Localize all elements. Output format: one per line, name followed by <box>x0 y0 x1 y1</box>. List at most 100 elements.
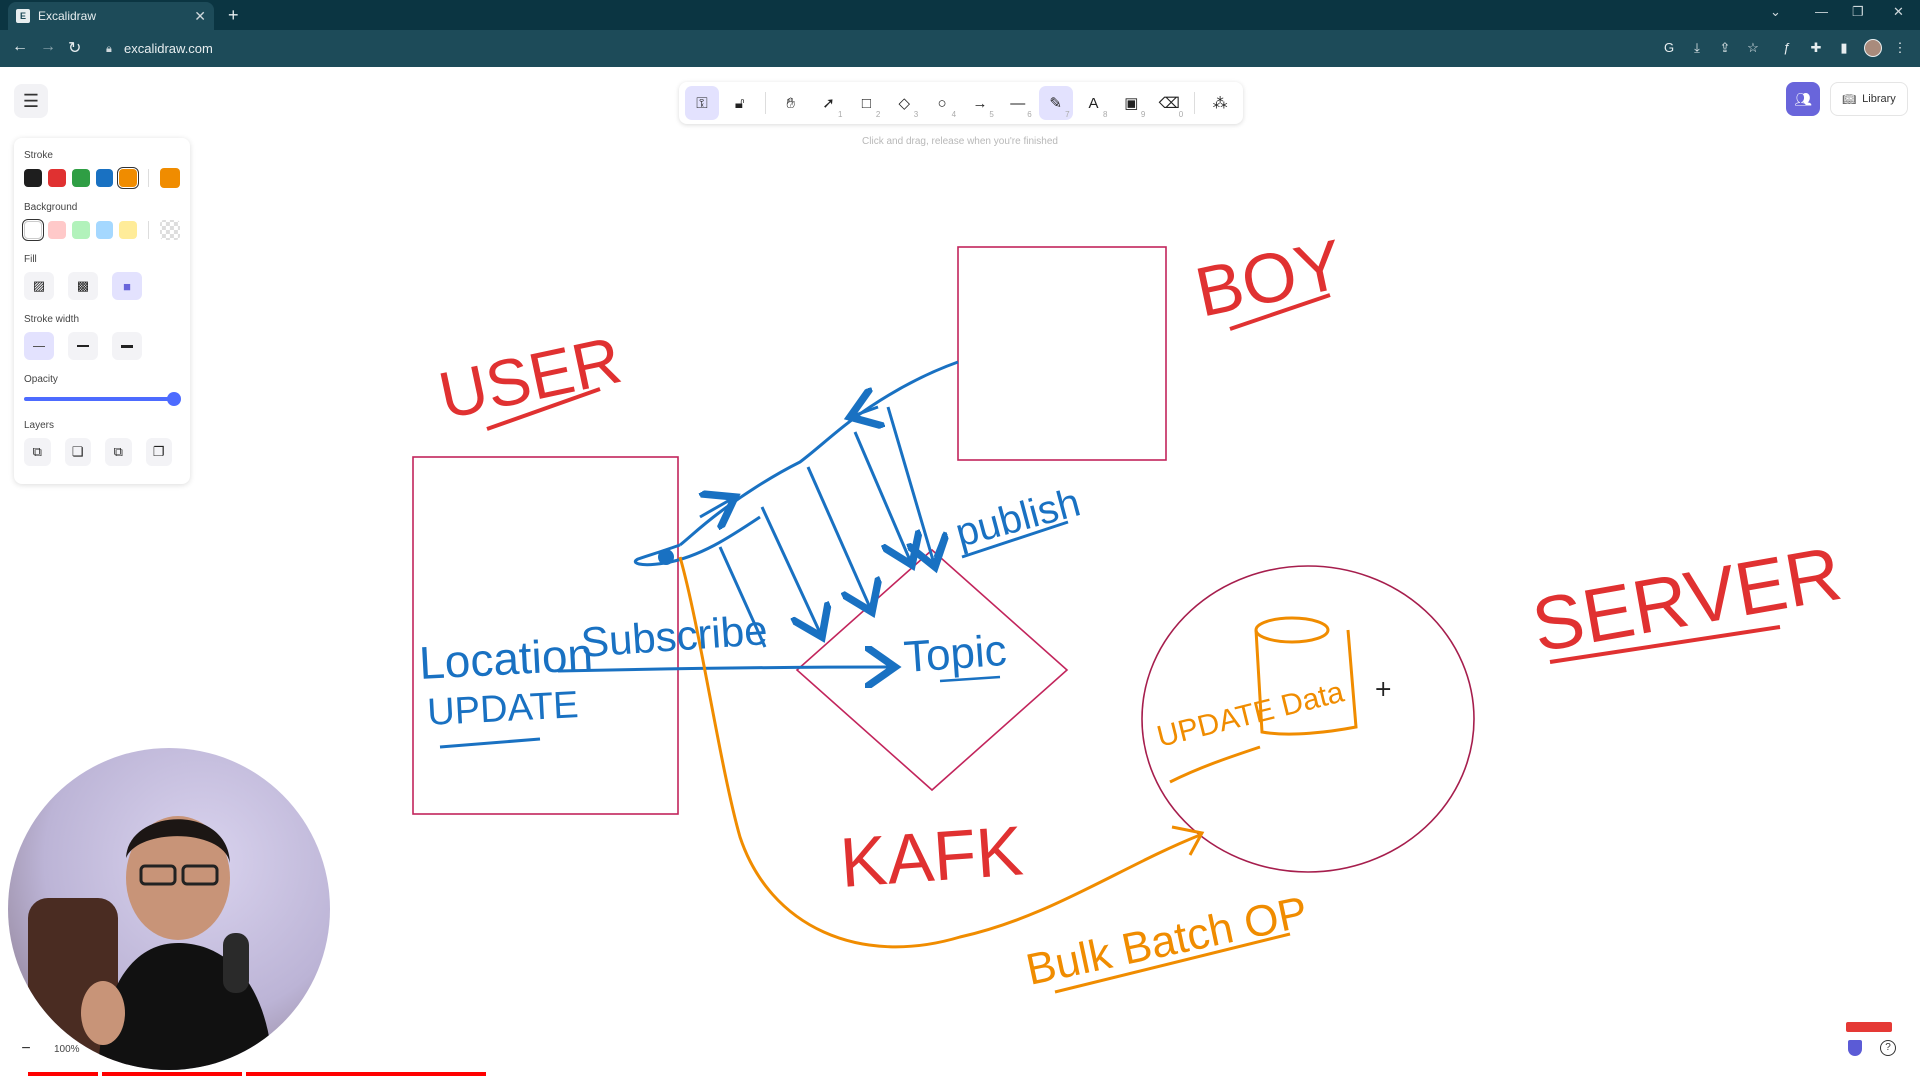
extensions-puzzle-icon[interactable]: ✚ <box>1810 40 1822 55</box>
fill-label: Fill <box>24 254 37 265</box>
hamburger-icon: ☰ <box>22 90 40 111</box>
profile-avatar[interactable] <box>1864 39 1882 57</box>
boy-rectangle[interactable] <box>957 246 1167 461</box>
tab-search-icon[interactable]: ⌄ <box>1770 4 1781 19</box>
update-label[interactable]: UPDATE <box>426 684 579 734</box>
publish-label[interactable]: publish <box>951 480 1085 555</box>
more-tools-button[interactable]: ⁂ <box>1203 86 1237 120</box>
update-data-label[interactable]: UPDATE Data <box>1154 675 1348 753</box>
side-panel-icon[interactable]: ▮ <box>1840 40 1848 55</box>
more-menu-icon[interactable]: ⋮ <box>1893 40 1907 55</box>
line-tool-button[interactable]: —6 <box>1010 94 1032 120</box>
user-label[interactable]: USER <box>433 322 628 433</box>
fill-hachure-button[interactable]: ▨ <box>24 272 54 300</box>
stroke-black-swatch[interactable] <box>24 169 42 187</box>
ellipse-tool-button[interactable]: ○4 <box>937 94 957 120</box>
stroke-current-color[interactable] <box>160 168 181 188</box>
send-to-back-button[interactable]: ⧉ <box>24 438 51 466</box>
users-icon: 👥︎ <box>1794 90 1812 107</box>
arrow-tool-button[interactable]: →5 <box>972 94 994 120</box>
background-yellow-swatch[interactable] <box>119 221 138 239</box>
live-collaboration-button[interactable]: 👥︎ <box>1786 82 1820 116</box>
share-icon[interactable]: ⇪ <box>1719 40 1731 55</box>
zoom-out-button[interactable]: − <box>21 1040 31 1057</box>
extension-icon[interactable]: ƒ <box>1783 40 1791 55</box>
user-rectangle[interactable] <box>412 456 679 815</box>
keep-tool-active-button[interactable]: ⚿ <box>685 86 719 120</box>
rectangle-tool-button[interactable]: □2 <box>861 94 881 120</box>
close-tab-icon[interactable]: ✕ <box>194 7 206 24</box>
reload-icon[interactable]: ↻ <box>68 40 82 57</box>
hand-tool-button[interactable]: ✋︎ <box>774 86 808 120</box>
forward-icon[interactable]: → <box>40 38 56 55</box>
location-stream-scribble[interactable] <box>679 360 959 547</box>
stroke-red-swatch[interactable] <box>47 169 66 187</box>
main-menu-button[interactable]: ☰ <box>14 84 48 118</box>
opacity-thumb[interactable] <box>167 392 181 406</box>
eraser-tool-button[interactable]: ⌫0 <box>1158 95 1184 119</box>
background-current-color[interactable] <box>160 220 180 240</box>
rectangle-icon: □ <box>861 94 871 112</box>
minimize-icon[interactable]: — <box>1815 4 1828 19</box>
kafk-label[interactable]: KAFK <box>838 811 1026 902</box>
bulk-batch-arrow[interactable] <box>678 556 1201 949</box>
background-blue-swatch[interactable] <box>95 221 114 239</box>
fill-cross-hatch-button[interactable]: ▩ <box>68 272 98 300</box>
new-tab-icon[interactable]: + <box>228 5 239 25</box>
subscribe-badge[interactable] <box>1846 1022 1892 1032</box>
layers-label: Layers <box>24 420 55 431</box>
library-button[interactable]: 📖︎ Library <box>1830 82 1908 116</box>
background-pink-swatch[interactable] <box>47 221 66 239</box>
location-label[interactable]: Location <box>418 628 594 689</box>
fill-solid-button[interactable]: ■ <box>112 272 142 300</box>
topic-diamond[interactable] <box>795 548 1069 792</box>
background-green-swatch[interactable] <box>71 221 90 239</box>
bring-to-front-button[interactable]: ❐ <box>145 438 172 466</box>
boy-label[interactable]: BOY <box>1189 225 1350 332</box>
video-progress-segment[interactable] <box>246 1072 486 1076</box>
stroke-orange-swatch[interactable] <box>117 167 140 189</box>
server-label[interactable]: SERVER <box>1526 531 1847 669</box>
stroke-extra-bold-button[interactable] <box>112 332 142 360</box>
shapes-icon: ⁂ <box>1212 95 1228 112</box>
server-ellipse[interactable] <box>1141 565 1475 873</box>
send-backward-button[interactable]: ❏ <box>64 438 91 466</box>
browser-tab[interactable]: E Excalidraw ✕ <box>8 2 214 30</box>
video-progress-segment[interactable] <box>102 1072 242 1076</box>
background-color-row <box>22 219 180 241</box>
restore-icon[interactable]: ❐ <box>1852 4 1864 19</box>
background-label: Background <box>24 202 78 213</box>
unlock-icon: 🔓︎ <box>734 94 745 112</box>
background-transparent-swatch[interactable] <box>22 219 44 241</box>
stroke-blue-swatch[interactable] <box>95 169 114 187</box>
help-icon[interactable]: ? <box>1880 1040 1896 1056</box>
topic-label[interactable]: Topic <box>902 626 1008 682</box>
shield-icon[interactable] <box>1848 1040 1862 1056</box>
extra-bold-line-icon <box>121 344 133 348</box>
subscribe-label[interactable]: Subscribe <box>579 606 769 666</box>
bookmark-star-icon[interactable]: ☆ <box>1747 40 1759 55</box>
drawing-canvas[interactable]: USER BOY publish Subscribe Location UPDA… <box>0 67 1920 1080</box>
stroke-bold-button[interactable] <box>68 332 98 360</box>
zoom-level[interactable]: 100% <box>54 1043 80 1055</box>
url-field[interactable]: 🔒︎ excalidraw.com <box>100 36 1640 62</box>
video-progress-segment[interactable] <box>28 1072 98 1076</box>
install-icon[interactable]: ⤓ <box>1694 40 1700 55</box>
bulk-batch-label[interactable]: Bulk Batch OP <box>1022 887 1312 994</box>
pencil-tool-button[interactable]: ✎7 <box>1038 86 1073 120</box>
lock-icon: 🔒︎ <box>106 43 112 55</box>
unlock-tool-button[interactable]: 🔓︎ <box>723 86 757 120</box>
bring-forward-button[interactable]: ⧉ <box>105 438 132 466</box>
stroke-green-swatch[interactable] <box>71 169 90 187</box>
swatch-divider <box>148 169 150 187</box>
image-tool-button[interactable]: ▣9 <box>1124 95 1146 119</box>
back-icon[interactable]: ← <box>12 38 28 55</box>
diamond-tool-button[interactable]: ◇3 <box>898 95 919 119</box>
selection-tool-button[interactable]: ➚1 <box>822 95 843 119</box>
stroke-thin-button[interactable] <box>24 332 54 360</box>
opacity-slider[interactable] <box>24 392 181 406</box>
google-icon[interactable]: G <box>1663 40 1675 55</box>
close-window-icon[interactable]: ✕ <box>1893 4 1904 19</box>
subscribe-arrow[interactable] <box>557 667 895 671</box>
